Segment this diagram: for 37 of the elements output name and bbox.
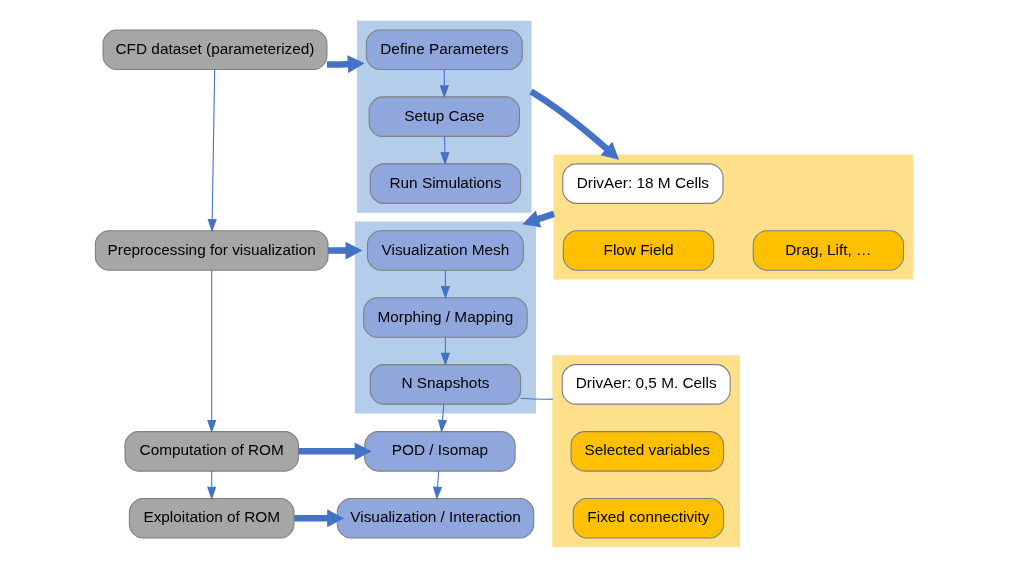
arrow	[440, 269, 450, 300]
node-box: Visualization / Interaction	[336, 497, 534, 539]
node-box: Selected variables	[570, 431, 724, 472]
arrow	[293, 509, 344, 528]
cluster	[354, 221, 536, 414]
node-box: POD / Isomap	[363, 431, 516, 472]
arrow	[298, 442, 372, 461]
node-box: Exploitation of ROM	[128, 497, 295, 539]
node-box: Run Simulations	[369, 163, 521, 204]
arrow	[327, 241, 362, 260]
node-box: Visualization Mesh	[366, 230, 524, 271]
cluster	[553, 154, 913, 280]
connector	[519, 397, 553, 400]
arrow	[207, 68, 217, 233]
node-box: Fixed connectivity	[572, 497, 724, 539]
node-box: Preprocessing for visualization	[94, 230, 329, 271]
arrow	[437, 403, 447, 433]
node-box: Setup Case	[368, 96, 520, 137]
arrow	[440, 336, 450, 367]
node-box: Morphing / Mapping	[362, 297, 528, 338]
node-box: Drag, Lift, …	[752, 230, 904, 271]
arrow	[521, 210, 555, 228]
arrow	[432, 470, 442, 500]
node-box: DrivAer: 0,5 M. Cells	[561, 364, 731, 405]
arrow	[326, 55, 365, 74]
node-box: N Snapshots	[369, 364, 521, 405]
node-box: DrivAer: 18 M Cells	[561, 163, 724, 204]
arrow	[206, 269, 216, 434]
node-box: Define Parameters	[365, 29, 523, 71]
cluster	[551, 355, 740, 548]
node-box: Computation of ROM	[123, 431, 299, 472]
node-box: Flow Field	[562, 230, 714, 271]
node-box: CFD dataset (parameterized)	[102, 29, 327, 71]
cluster	[356, 20, 532, 213]
arrow	[528, 88, 619, 160]
arrow	[206, 470, 216, 500]
arrow	[439, 135, 449, 166]
